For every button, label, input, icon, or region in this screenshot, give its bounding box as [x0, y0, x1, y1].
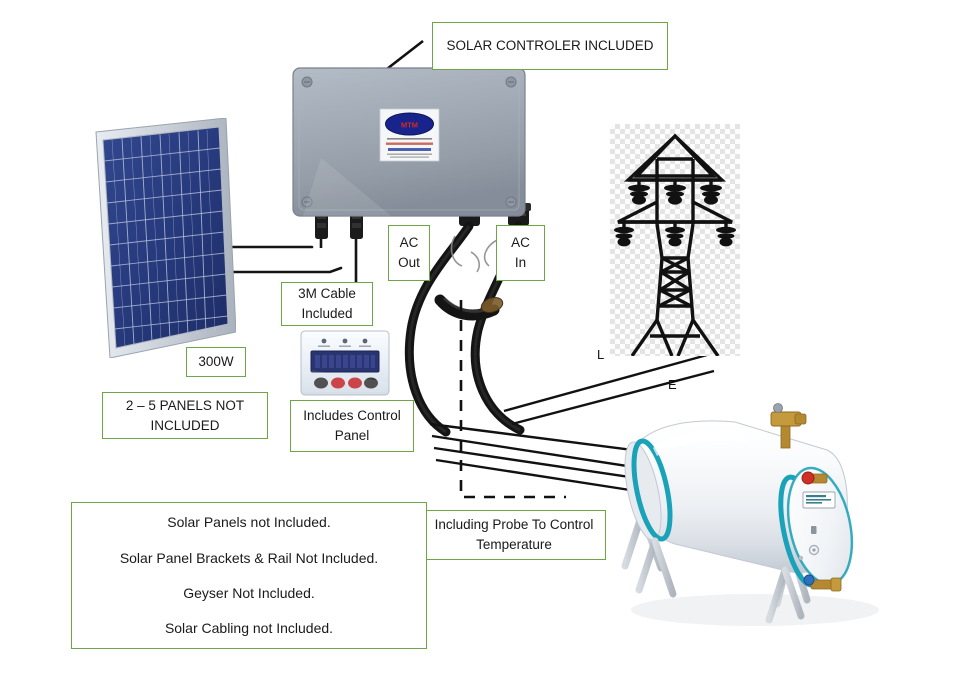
svg-text:MTM: MTM	[401, 121, 418, 130]
callout-3m-cable-text: 3M Cable Included	[298, 286, 356, 321]
electricity-pylon	[610, 124, 740, 357]
label-earth: E	[668, 377, 677, 392]
enclosure-screw	[301, 76, 517, 208]
insulator	[614, 226, 634, 247]
callout-includes-control-panel: Includes Control Panel	[290, 400, 414, 452]
geyser-hot-outlet	[801, 471, 828, 485]
callout-wattage: 300W	[186, 347, 246, 377]
mains-line	[503, 353, 715, 426]
callout-ac-in: AC In	[496, 225, 545, 281]
keypad-button	[314, 377, 378, 389]
callout-probe: Including Probe To Control Temperature	[422, 510, 606, 560]
geyser-water-heater	[595, 398, 915, 643]
brand-sticker: MTM	[379, 108, 440, 162]
controller-leader-line	[382, 39, 424, 74]
solar-panel	[88, 117, 237, 359]
geyser-top-fitting	[770, 403, 807, 449]
probe-dashed-line	[459, 300, 566, 499]
geyser-cold-inlet	[803, 574, 842, 592]
geyser-feed-line	[429, 422, 649, 492]
callout-ac-in-text: AC In	[511, 235, 530, 270]
callout-probe-text: Including Probe To Control Temperature	[434, 517, 594, 552]
callout-solar-controller: SOLAR CONTROLER INCLUDED	[432, 22, 668, 70]
callout-ac-out-text: AC Out	[398, 235, 420, 270]
disclaimer-line-3: Geyser Not Included.	[183, 585, 315, 601]
disclaimer-line-1: Solar Panels not Included.	[167, 514, 331, 531]
insulator	[665, 226, 685, 247]
callout-panels-not-included: 2 – 5 PANELS NOT INCLUDED	[102, 392, 268, 439]
insulator	[664, 184, 686, 205]
callout-solar-controller-text: SOLAR CONTROLER INCLUDED	[446, 38, 654, 54]
cable-bundle	[434, 294, 504, 321]
label-live: L	[597, 347, 604, 362]
callout-ac-out: AC Out	[388, 225, 430, 281]
insulator	[628, 184, 650, 205]
insulator	[700, 184, 722, 205]
control-panel-keypad	[299, 329, 391, 397]
disclaimer-line-4: Solar Cabling not Included.	[164, 620, 334, 637]
callout-panels-not-included-text: 2 – 5 PANELS NOT INCLUDED	[125, 397, 245, 433]
label-earth-text: E	[668, 377, 677, 392]
callout-includes-control-panel-text: Includes Control Panel	[303, 408, 401, 443]
solar-controller-enclosure: MTM	[291, 66, 527, 218]
loose-wire	[450, 235, 498, 273]
label-live-text: L	[597, 347, 605, 362]
dc-wire	[204, 245, 343, 274]
geyser-probe-port	[798, 526, 820, 561]
callout-3m-cable: 3M Cable Included	[281, 282, 373, 326]
geyser-leg	[635, 537, 805, 624]
disclaimer-line-2: Solar Panel Brackets & Rail Not Included…	[119, 549, 379, 566]
disclaimer-box: Solar Panels not Included. Solar Panel B…	[71, 502, 427, 649]
callout-wattage-text: 300W	[198, 354, 234, 370]
insulator	[716, 226, 736, 247]
